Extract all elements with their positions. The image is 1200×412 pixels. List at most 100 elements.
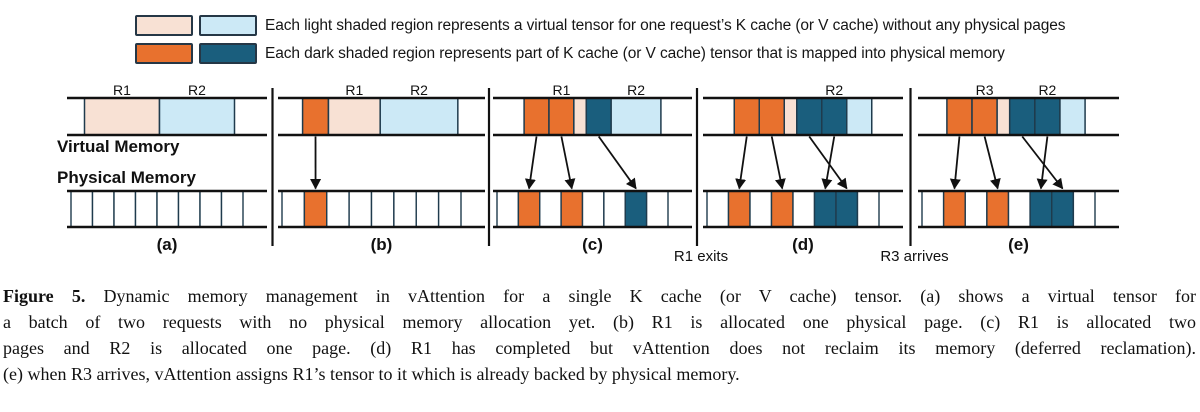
physical-page-cell: [113, 190, 137, 228]
panel-letter: (d): [792, 235, 814, 254]
mapping-arrow: [560, 136, 576, 190]
virtual-page-cell: [1059, 97, 1086, 136]
physical-page-cell: [220, 190, 244, 228]
physical-page-cell: [1007, 190, 1031, 228]
caption-line: pages and R2 is allocated one page. (d) …: [3, 338, 1196, 358]
mapping-arrow: [949, 136, 961, 190]
physical-page-cell: [986, 190, 1010, 228]
mapping-arrow: [983, 136, 1001, 190]
virtual-tensor-region: [83, 97, 161, 136]
legend-swatch-orange: [135, 43, 193, 64]
caption-line: Figure 5. Dynamic memory management in v…: [3, 283, 1196, 309]
caption-line: (e) when R3 arrives, vAttention assigns …: [3, 364, 740, 384]
legend-row-dark: Each dark shaded region represents part …: [135, 43, 1065, 64]
virtual-page-cell: [971, 97, 998, 136]
physical-page-cell: [517, 190, 541, 228]
virtual-page-cell: [1034, 97, 1061, 136]
virtual-page-cell: [946, 97, 973, 136]
physical-page-cell: [134, 190, 158, 228]
virtual-page-cell: [548, 97, 575, 136]
physical-page-cell: [560, 190, 584, 228]
physical-page-cell: [942, 190, 966, 228]
physical-page-cell: [792, 190, 816, 228]
physical-page-cell: [581, 190, 605, 228]
physical-page-cell: [727, 190, 751, 228]
virtual-tensor-region: [379, 97, 459, 136]
physical-page-cell: [645, 190, 669, 228]
mapping-arrow: [1036, 136, 1049, 190]
physical-page-cell: [496, 190, 520, 228]
panel-letter: (c): [582, 235, 603, 254]
legend: Each light shaded region represents a vi…: [135, 15, 1066, 64]
mapping-arrow: [524, 136, 538, 190]
virtual-tensor-region: [158, 97, 236, 136]
virtual-tensor-region: [573, 97, 588, 136]
legend-swatch-light-blue: [199, 15, 257, 36]
physical-page-cell: [70, 190, 94, 228]
region-label-R2: R2: [1038, 82, 1056, 98]
physical-page-cell: [199, 190, 223, 228]
panel-letter: (a): [157, 235, 178, 254]
virtual-page-cell: [758, 97, 785, 136]
caption-text: Dynamic memory management in vAttention …: [85, 286, 1196, 306]
legend-swatch-teal: [199, 43, 257, 64]
panel-letter: (b): [371, 235, 393, 254]
legend-text-dark: Each dark shaded region represents part …: [265, 44, 1005, 62]
physical-page-cell: [91, 190, 115, 228]
region-label-R2: R2: [188, 82, 206, 98]
physical-page-cell: [437, 190, 462, 228]
mapping-arrow: [735, 136, 748, 190]
virtual-page-cell: [846, 97, 873, 136]
physical-memory-label: Physical Memory: [57, 168, 196, 187]
physical-page-cell: [603, 190, 626, 228]
physical-page-cell: [856, 190, 880, 228]
physical-page-cell: [1072, 190, 1096, 228]
virtual-page-cell: [796, 97, 823, 136]
physical-page-cell: [706, 190, 730, 228]
physical-page-cell: [303, 190, 328, 228]
region-label-R3: R3: [976, 82, 994, 98]
panel-letter: (e): [1008, 235, 1029, 254]
figure-caption: Figure 5. Dynamic memory management in v…: [3, 283, 1196, 387]
virtual-page-cell: [733, 97, 760, 136]
virtual-page-cell: [585, 97, 612, 136]
virtual-memory-label: Virtual Memory: [57, 137, 180, 156]
virtual-tensor-region: [327, 97, 381, 136]
physical-page-cell: [749, 190, 773, 228]
region-label-R2: R2: [410, 82, 428, 98]
physical-page-cell: [1029, 190, 1053, 228]
mapping-arrow: [821, 136, 836, 190]
physical-page-cell: [348, 190, 373, 228]
virtual-tensor-region: [610, 97, 662, 136]
legend-row-light: Each light shaded region represents a vi…: [135, 15, 1066, 36]
region-label-R2: R2: [825, 82, 843, 98]
region-label-R1: R1: [552, 82, 570, 98]
virtual-page-cell: [523, 97, 550, 136]
mapping-arrow: [597, 135, 637, 190]
physical-page-cell: [415, 190, 440, 228]
region-label-R1: R1: [345, 82, 363, 98]
virtual-page-cell: [821, 97, 848, 136]
virtual-page-cell: [1008, 97, 1036, 136]
physical-page-cell: [156, 190, 180, 228]
divider-annotation: R3 arrives: [880, 248, 948, 265]
physical-page-cell: [281, 190, 306, 228]
physical-page-cell: [393, 190, 417, 228]
physical-page-cell: [370, 190, 395, 228]
legend-text-light: Each light shaded region represents a vi…: [265, 16, 1066, 34]
divider-annotation: R1 exits: [674, 248, 728, 265]
mapping-arrow: [1021, 135, 1064, 190]
physical-page-cell: [177, 190, 201, 228]
virtual-tensor-region: [996, 97, 1011, 136]
physical-page-cell: [964, 190, 988, 228]
physical-page-cell: [770, 190, 794, 228]
virtual-page-cell: [301, 97, 330, 136]
physical-page-cell: [1051, 190, 1075, 228]
physical-page-cell: [835, 190, 859, 228]
mapping-arrow: [808, 135, 848, 190]
physical-page-cell: [624, 190, 648, 228]
physical-page-cell: [539, 190, 562, 228]
caption-line: a batch of two requests with no physical…: [3, 312, 1196, 332]
